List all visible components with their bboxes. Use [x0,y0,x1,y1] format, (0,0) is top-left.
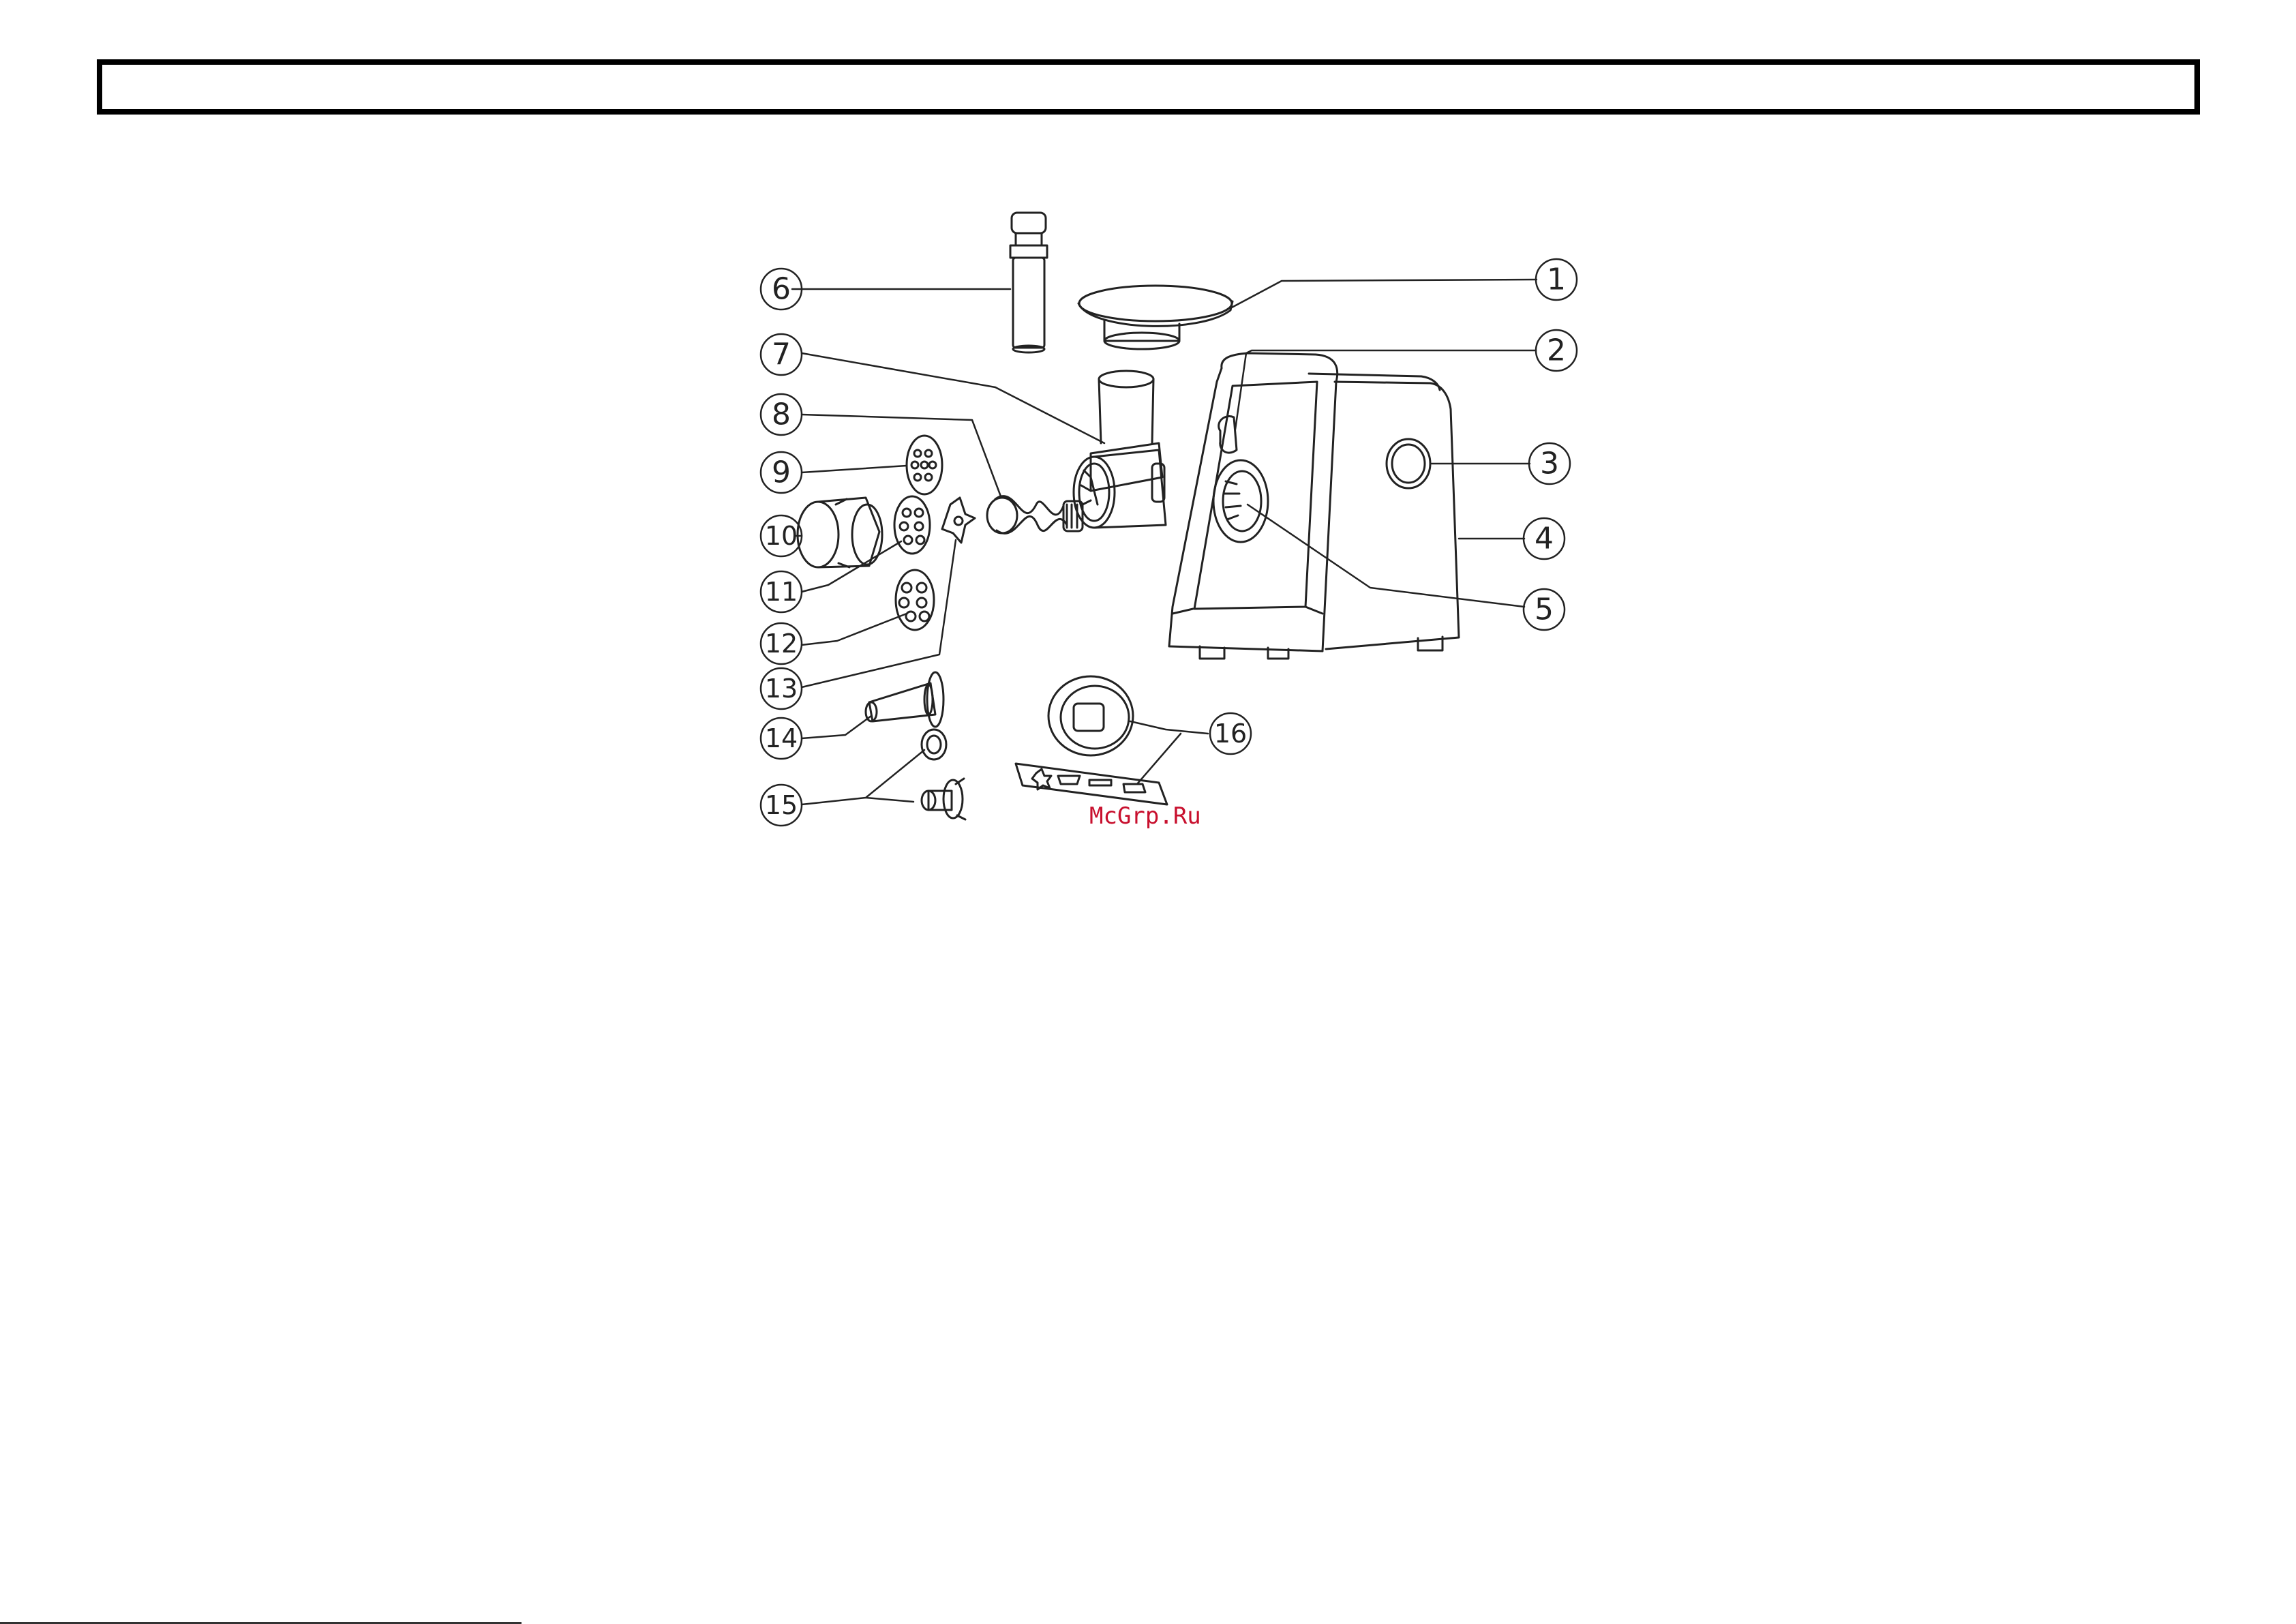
callout-label-9: 9 [772,455,791,490]
sausage-nozzle-part [866,672,943,727]
callout-label-5: 5 [1535,592,1554,627]
callout-label-10: 10 [765,521,798,551]
slicer-attachment-part [1016,676,1167,805]
callout-label-1: 1 [1547,262,1566,297]
callout-label-3: 3 [1540,447,1559,481]
callout-label-7: 7 [772,337,791,372]
watermark-text: McGrp.Ru [1089,802,1201,830]
ring-nut-part [798,498,882,567]
cutting-plate-medium-part [894,496,930,554]
grinding-head-part [1074,371,1166,528]
callout-label-4: 4 [1535,522,1554,556]
kibbe-attachment-part [922,730,965,819]
cutting-plate-fine-part [907,436,942,494]
callout-label-16: 16 [1214,719,1247,749]
callout-label-8: 8 [772,397,791,432]
callout-label-11: 11 [765,577,798,607]
callout-label-2: 2 [1547,333,1566,368]
pusher-part [1010,213,1047,352]
tray-part [1078,286,1233,349]
knife-part [942,498,975,543]
callout-circles [761,259,1577,826]
callout-label-14: 14 [765,723,798,753]
cutting-plate-coarse-part [896,570,934,630]
screw-part [987,496,1083,534]
callout-label-13: 13 [765,674,798,704]
callout-label-12: 12 [765,629,798,659]
callout-label-15: 15 [765,790,798,820]
callout-label-6: 6 [772,272,791,307]
motor-housing-part [1169,353,1459,659]
